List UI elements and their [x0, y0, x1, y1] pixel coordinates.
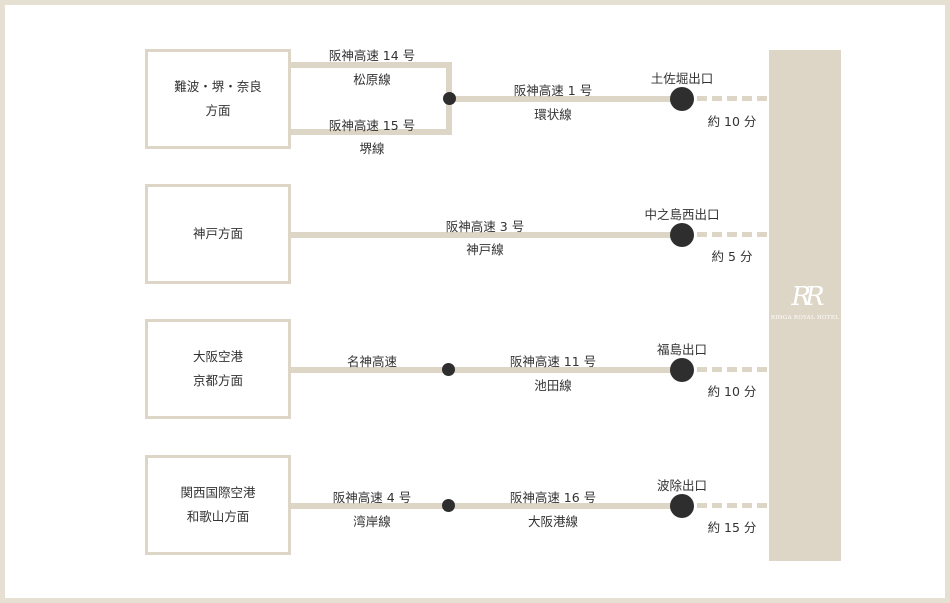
junction-dot [443, 92, 456, 105]
route-line-main [290, 367, 682, 373]
exit-label: 中之島西出口 [644, 207, 720, 222]
route-line-label: 池田線 [534, 378, 572, 393]
route-line-upper-branch [290, 62, 452, 68]
origin-box-osaka-airport: 大阪空港 京都方面 [145, 319, 291, 419]
exit-label: 波除出口 [656, 478, 708, 493]
origin-label: 京都方面 [192, 373, 243, 388]
route-name-label: 阪神高速 16 号 [509, 490, 597, 505]
route-dashed-to-hotel [697, 232, 767, 237]
route-name-label: 阪神高速 14 号 [328, 48, 416, 63]
route-line-lower-branch [290, 129, 452, 135]
exit-dot [670, 494, 694, 518]
junction-dot [442, 363, 455, 376]
exit-label: 土佐堀出口 [650, 71, 714, 86]
route-line-label: 神戸線 [466, 242, 504, 257]
origin-label: 方面 [205, 103, 231, 118]
route-line-label: 堺線 [359, 141, 385, 156]
origin-label: 関西国際空港 [180, 485, 256, 500]
route-dashed-to-hotel [697, 96, 767, 101]
hotel-building: RR RIHGA ROYAL HOTEL [769, 50, 841, 561]
route-name-label: 阪神高速 1 号 [513, 83, 593, 98]
travel-time-label: 約 10 分 [707, 384, 757, 399]
route-line-main [290, 503, 682, 509]
route-line-main [449, 96, 682, 102]
hotel-name: RIHGA ROYAL HOTEL [770, 315, 840, 321]
route-line-main [290, 232, 682, 238]
origin-label: 和歌山方面 [186, 509, 250, 524]
exit-label: 福島出口 [656, 342, 708, 357]
route-line-label: 湾岸線 [353, 514, 391, 529]
hotel-logo: RR RIHGA ROYAL HOTEL [769, 282, 841, 322]
exit-dot [670, 223, 694, 247]
exit-dot [670, 87, 694, 111]
route-line-label: 環状線 [534, 107, 572, 122]
route-name-label: 阪神高速 11 号 [509, 354, 597, 369]
hotel-logo-mark: RR [791, 282, 824, 312]
travel-time-label: 約 5 分 [711, 249, 753, 264]
junction-dot [442, 499, 455, 512]
origin-label: 大阪空港 [192, 349, 243, 364]
travel-time-label: 約 10 分 [707, 114, 757, 129]
origin-box-namba: 難波・堺・奈良 方面 [145, 49, 291, 149]
origin-label: 難波・堺・奈良 [174, 79, 262, 94]
route-line-label: 大阪港線 [527, 514, 579, 529]
route-name-label: 阪神高速 3 号 [445, 219, 525, 234]
origin-label: 神戸方面 [192, 226, 243, 241]
origin-box-kansai-airport: 関西国際空港 和歌山方面 [145, 455, 291, 555]
route-name-label: 名神高速 [346, 354, 398, 369]
exit-dot [670, 358, 694, 382]
origin-box-kobe: 神戸方面 [145, 184, 291, 284]
route-name-label: 阪神高速 15 号 [328, 118, 416, 133]
travel-time-label: 約 15 分 [707, 520, 757, 535]
route-dashed-to-hotel [697, 503, 767, 508]
route-name-label: 阪神高速 4 号 [332, 490, 412, 505]
route-line-label: 松原線 [353, 72, 391, 87]
route-dashed-to-hotel [697, 367, 767, 372]
